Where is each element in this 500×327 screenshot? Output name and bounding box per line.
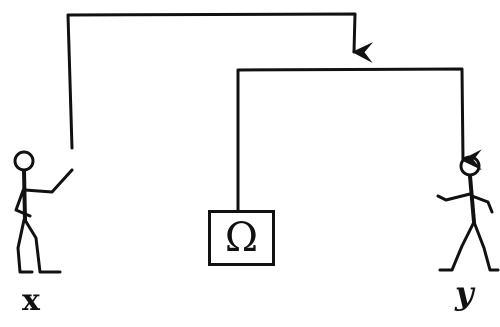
stick-figure-y <box>436 155 500 272</box>
channel-box: Ω <box>208 210 275 266</box>
figure-y-head <box>459 155 481 177</box>
figure-x-label: x <box>22 283 40 318</box>
stick-figure-x <box>13 150 74 274</box>
figure-x-leg-left <box>16 218 34 274</box>
omega-symbol: Ω <box>224 215 259 261</box>
inner-connector-line <box>236 67 483 177</box>
figure-x-head <box>13 150 35 172</box>
figure-x-leg-right <box>23 218 62 274</box>
figure-x-arm-right <box>23 168 74 194</box>
figure-y-arm-left <box>436 192 472 202</box>
figure-y-torso <box>468 174 476 224</box>
outer-connector-line <box>66 12 374 150</box>
figure-y-leg-left <box>438 220 476 272</box>
figure-x-arm-left <box>14 186 32 218</box>
figure-y-arm-right <box>470 194 494 214</box>
figure-x-torso <box>22 169 27 222</box>
figure-y-leg-right <box>472 220 500 272</box>
figure-y-label: y <box>455 274 474 312</box>
